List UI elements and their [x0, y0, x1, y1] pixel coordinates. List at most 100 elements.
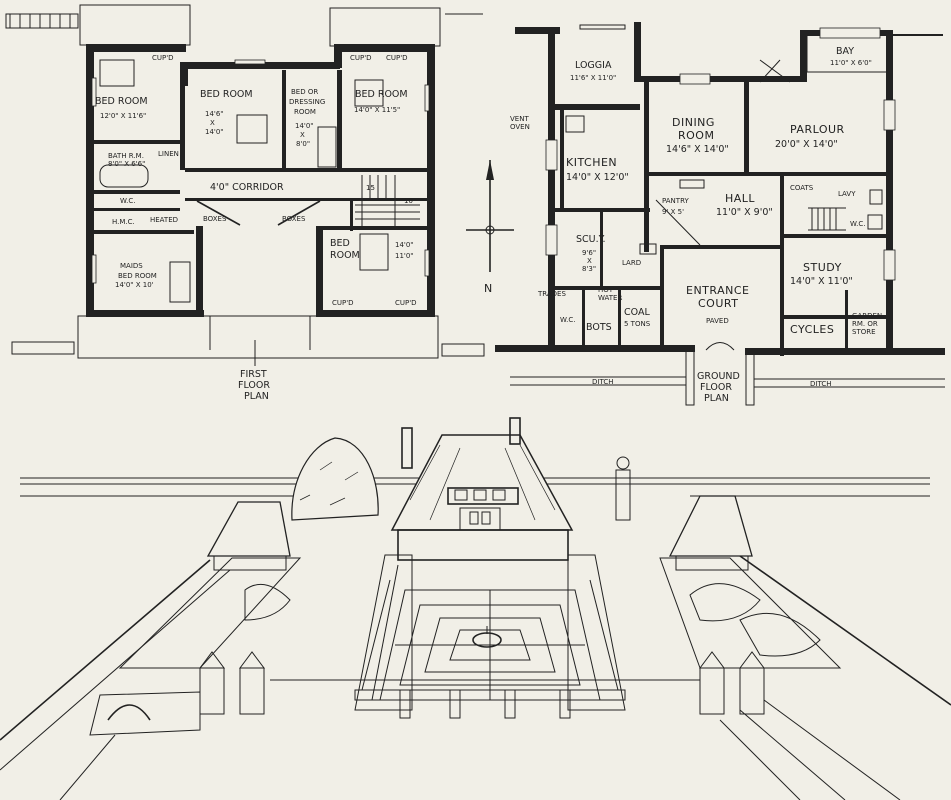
room-label: PARLOUR [790, 123, 845, 136]
room-dimension: X [210, 119, 215, 127]
bed [359, 233, 389, 271]
room-dimension: 14'0" [205, 128, 224, 136]
room-label: PAVED [706, 317, 729, 325]
room-label: BOTS [586, 322, 612, 333]
room-label: MAIDS [120, 262, 143, 270]
room-label: RM. OR [852, 320, 878, 328]
room-label: WATER [598, 294, 622, 302]
room-label: ROOM [294, 108, 316, 116]
room-label: VENT [510, 115, 529, 123]
room-label: HALL [725, 192, 755, 205]
room-label: COURT [698, 297, 738, 310]
knot-garden [379, 589, 601, 701]
room-dimension: 11'0" [395, 252, 414, 260]
room-label: BATH R.M. [108, 152, 144, 160]
bed [99, 59, 135, 87]
room-dimension: 8'3" [582, 265, 596, 273]
room-label: ENTRANCE [686, 284, 749, 297]
room-dimension: 9' X 5' [662, 208, 684, 216]
room-dimension: 14'0" X 10' [115, 281, 154, 289]
room-label: PANTRY [662, 197, 689, 205]
cupboard-label: CUP'D [395, 299, 417, 307]
cupboard-label: CUP'D [350, 54, 372, 62]
room-label: BED ROOM [95, 96, 148, 107]
room-dimension: X [587, 257, 592, 265]
room-label: DINING [672, 116, 715, 129]
chimney [401, 427, 413, 469]
plan-caption: FLOOR [700, 382, 732, 393]
room-dimension: 8'0" X 6'6" [108, 160, 145, 168]
stair-number: 15 [366, 184, 375, 192]
room-label: H.M.C. [112, 218, 135, 226]
pavilion-roof-right [668, 495, 753, 557]
plan-caption: GROUND [697, 371, 740, 382]
plan-caption: PLAN [244, 391, 269, 402]
compass-north-label: N [484, 282, 493, 295]
bed [354, 79, 384, 107]
room-label: SCU.Y. [576, 234, 606, 245]
room-label: BOXES [203, 215, 227, 223]
chimney [509, 417, 521, 445]
room-label: HEATED [150, 216, 178, 224]
room-label: 5 TONS [624, 320, 651, 328]
plan-caption: FLOOR [238, 380, 270, 391]
room-dimension: 11'0" X 6'0" [830, 59, 872, 67]
front-gate [199, 651, 765, 719]
room-label: BAY [836, 46, 854, 57]
room-dimension: 14'6" [205, 110, 224, 118]
room-dimension: 8'0" [296, 140, 310, 148]
first-floor-plan [5, 4, 485, 359]
room-label: W.C. [560, 316, 575, 324]
roof-wing-left [79, 4, 191, 46]
room-label: BED ROOM [355, 89, 408, 100]
perspective-drawing [0, 417, 951, 800]
room-label: LOGGIA [575, 60, 612, 71]
cupboard-label: CUP'D [152, 54, 174, 62]
room-label: BED ROOM [118, 272, 157, 280]
room-label: BED [330, 238, 350, 249]
bath-tub [99, 164, 149, 188]
room-label: GARDEN [852, 312, 882, 320]
staircase [355, 175, 420, 226]
room-label: COAL [624, 307, 650, 318]
room-dimension: 9'6" [582, 249, 596, 257]
staircase [808, 207, 846, 231]
room-label: BED ROOM [200, 89, 253, 100]
room-dimension: X [300, 131, 305, 139]
garden-wall [5, 13, 79, 29]
room-dimension: 11'0" X 9'0" [716, 207, 773, 218]
plan-caption: PLAN [704, 393, 729, 404]
room-label: COATS [790, 184, 814, 192]
room-dimension: 14'0" [295, 122, 314, 130]
room-dimension: 14'0" [395, 241, 414, 249]
room-label: OVEN [510, 123, 530, 131]
room-dimension: 14'6" X 14'0" [666, 144, 729, 155]
bed [236, 114, 268, 144]
room-label: STORE [852, 328, 876, 336]
cupboard-label: CUP'D [386, 54, 408, 62]
pergola-right [567, 554, 626, 711]
room-label: ROOM [330, 250, 360, 261]
room-label: W.C. [850, 220, 865, 228]
room-label: KITCHEN [566, 156, 617, 169]
tree [291, 437, 379, 521]
room-label: CYCLES [790, 323, 834, 336]
room-dimension: 14'0" X 12'0" [566, 172, 629, 183]
room-dimension: 14'0" X 11'0" [790, 276, 853, 287]
pavilion-roof-left [206, 501, 291, 557]
room-label: STUDY [803, 261, 842, 274]
ditch-label: DITCH [810, 380, 831, 388]
corridor-label: 4'0" CORRIDOR [210, 182, 284, 193]
pergola-left [354, 554, 413, 711]
room-dimension: 11'6" X 11'0" [570, 74, 616, 82]
gate-pillar [615, 469, 631, 521]
ground-floor-plan [495, 22, 945, 406]
cupboard-label: CUP'D [332, 299, 354, 307]
room-label: TRADES [537, 290, 566, 298]
room-label: W.C. [120, 197, 135, 205]
room-label: LAVY [838, 190, 856, 198]
room-label: LARD [622, 259, 641, 267]
room-dimension: 20'0" X 14'0" [775, 139, 838, 150]
room-label: BED OR [291, 88, 318, 96]
room-label: HOT [598, 286, 614, 294]
